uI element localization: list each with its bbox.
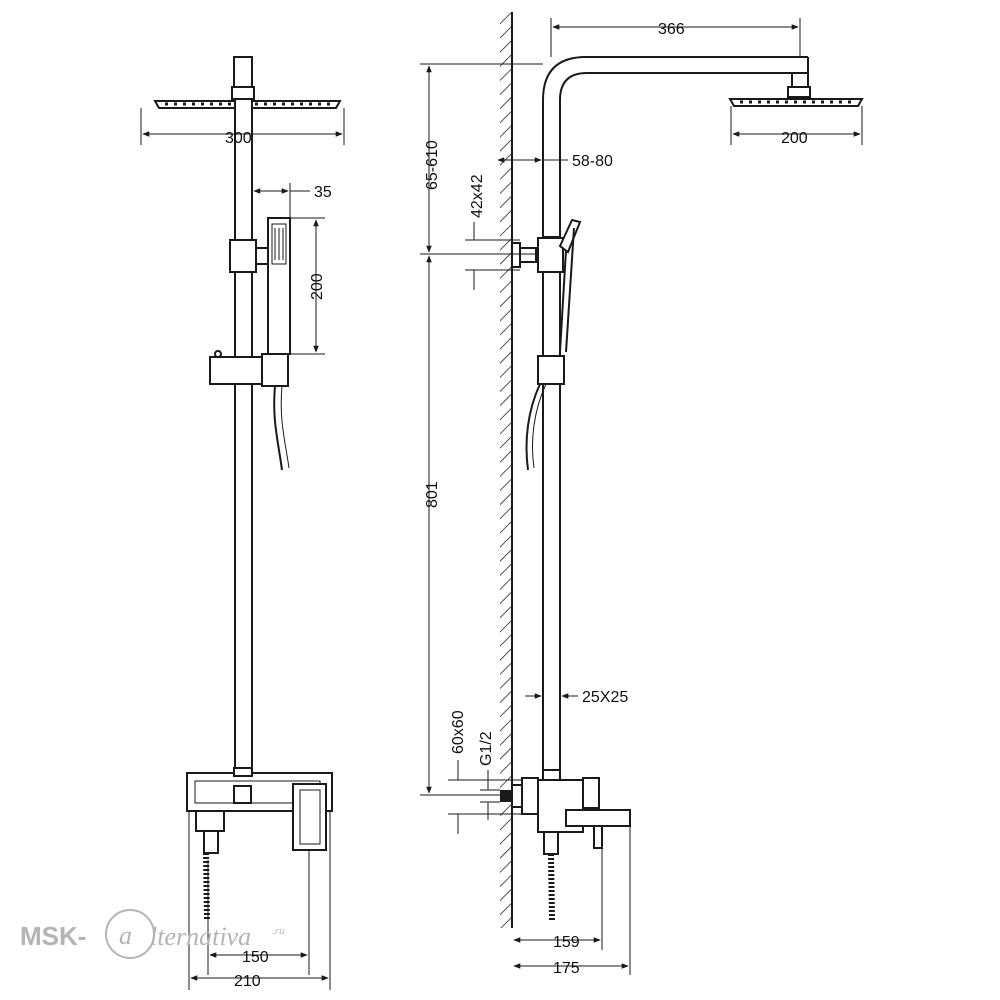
shower-rail-front [234, 98, 253, 771]
dim-bracket-size: 42x42 [469, 174, 486, 218]
dim-hand-length: 200 [309, 273, 326, 300]
watermark-domain: .ru [272, 925, 285, 937]
upper-bracket-side [537, 237, 564, 273]
mixer-lever-front [292, 783, 327, 851]
dim-wall-distance: 58-80 [572, 153, 613, 170]
shower-arm-inner [559, 72, 808, 237]
mixer-lever-side [582, 777, 600, 809]
watermark-script: lternativa [150, 922, 251, 951]
dim-height-adjust: 65-610 [424, 140, 441, 190]
shower-arm-outer [542, 56, 808, 237]
svg-text:a: a [119, 921, 132, 950]
dim-mixer-depth: 175 [553, 960, 580, 977]
watermark-at-logo [105, 909, 155, 959]
side-dimensions: 366 200 58-80 65-610 42x42 801 25X25 60x… [420, 18, 863, 977]
dim-tube-section: 25X25 [582, 689, 628, 706]
head-swivel-nut [233, 56, 253, 88]
dim-mixer-body: 60x60 [450, 710, 467, 754]
dim-mixer-centers: 150 [242, 949, 269, 966]
dim-thread: G1/2 [478, 731, 495, 766]
watermark-brand: MSK- [20, 921, 86, 951]
head-connector [231, 86, 255, 100]
dim-head-width-front: 300 [225, 130, 252, 147]
watermark: MSK- a lternativa .ru [20, 909, 285, 959]
upper-bracket-front [229, 239, 257, 273]
dim-head-width-side: 200 [781, 130, 808, 147]
front-view [153, 56, 342, 921]
lower-hose-front [203, 852, 210, 921]
mixer-outlet-front [195, 810, 225, 832]
shower-rail-side [542, 236, 561, 771]
hose-side [525, 383, 541, 471]
lower-hose-side [548, 853, 555, 921]
slider-side [537, 355, 565, 385]
hose-front [273, 385, 283, 471]
dim-rail-height: 801 [424, 481, 441, 508]
front-dimensions: 300 35 200 150 210 [140, 108, 345, 990]
hand-shower-head-side [558, 218, 582, 254]
dim-spout-depth: 159 [553, 934, 580, 951]
spout-side [565, 809, 631, 827]
dim-arm-length: 366 [658, 21, 685, 38]
side-view [500, 12, 864, 928]
dim-mixer-width: 210 [234, 973, 261, 990]
wall-hatching [500, 12, 512, 928]
dim-hand-offset: 35 [314, 184, 332, 201]
